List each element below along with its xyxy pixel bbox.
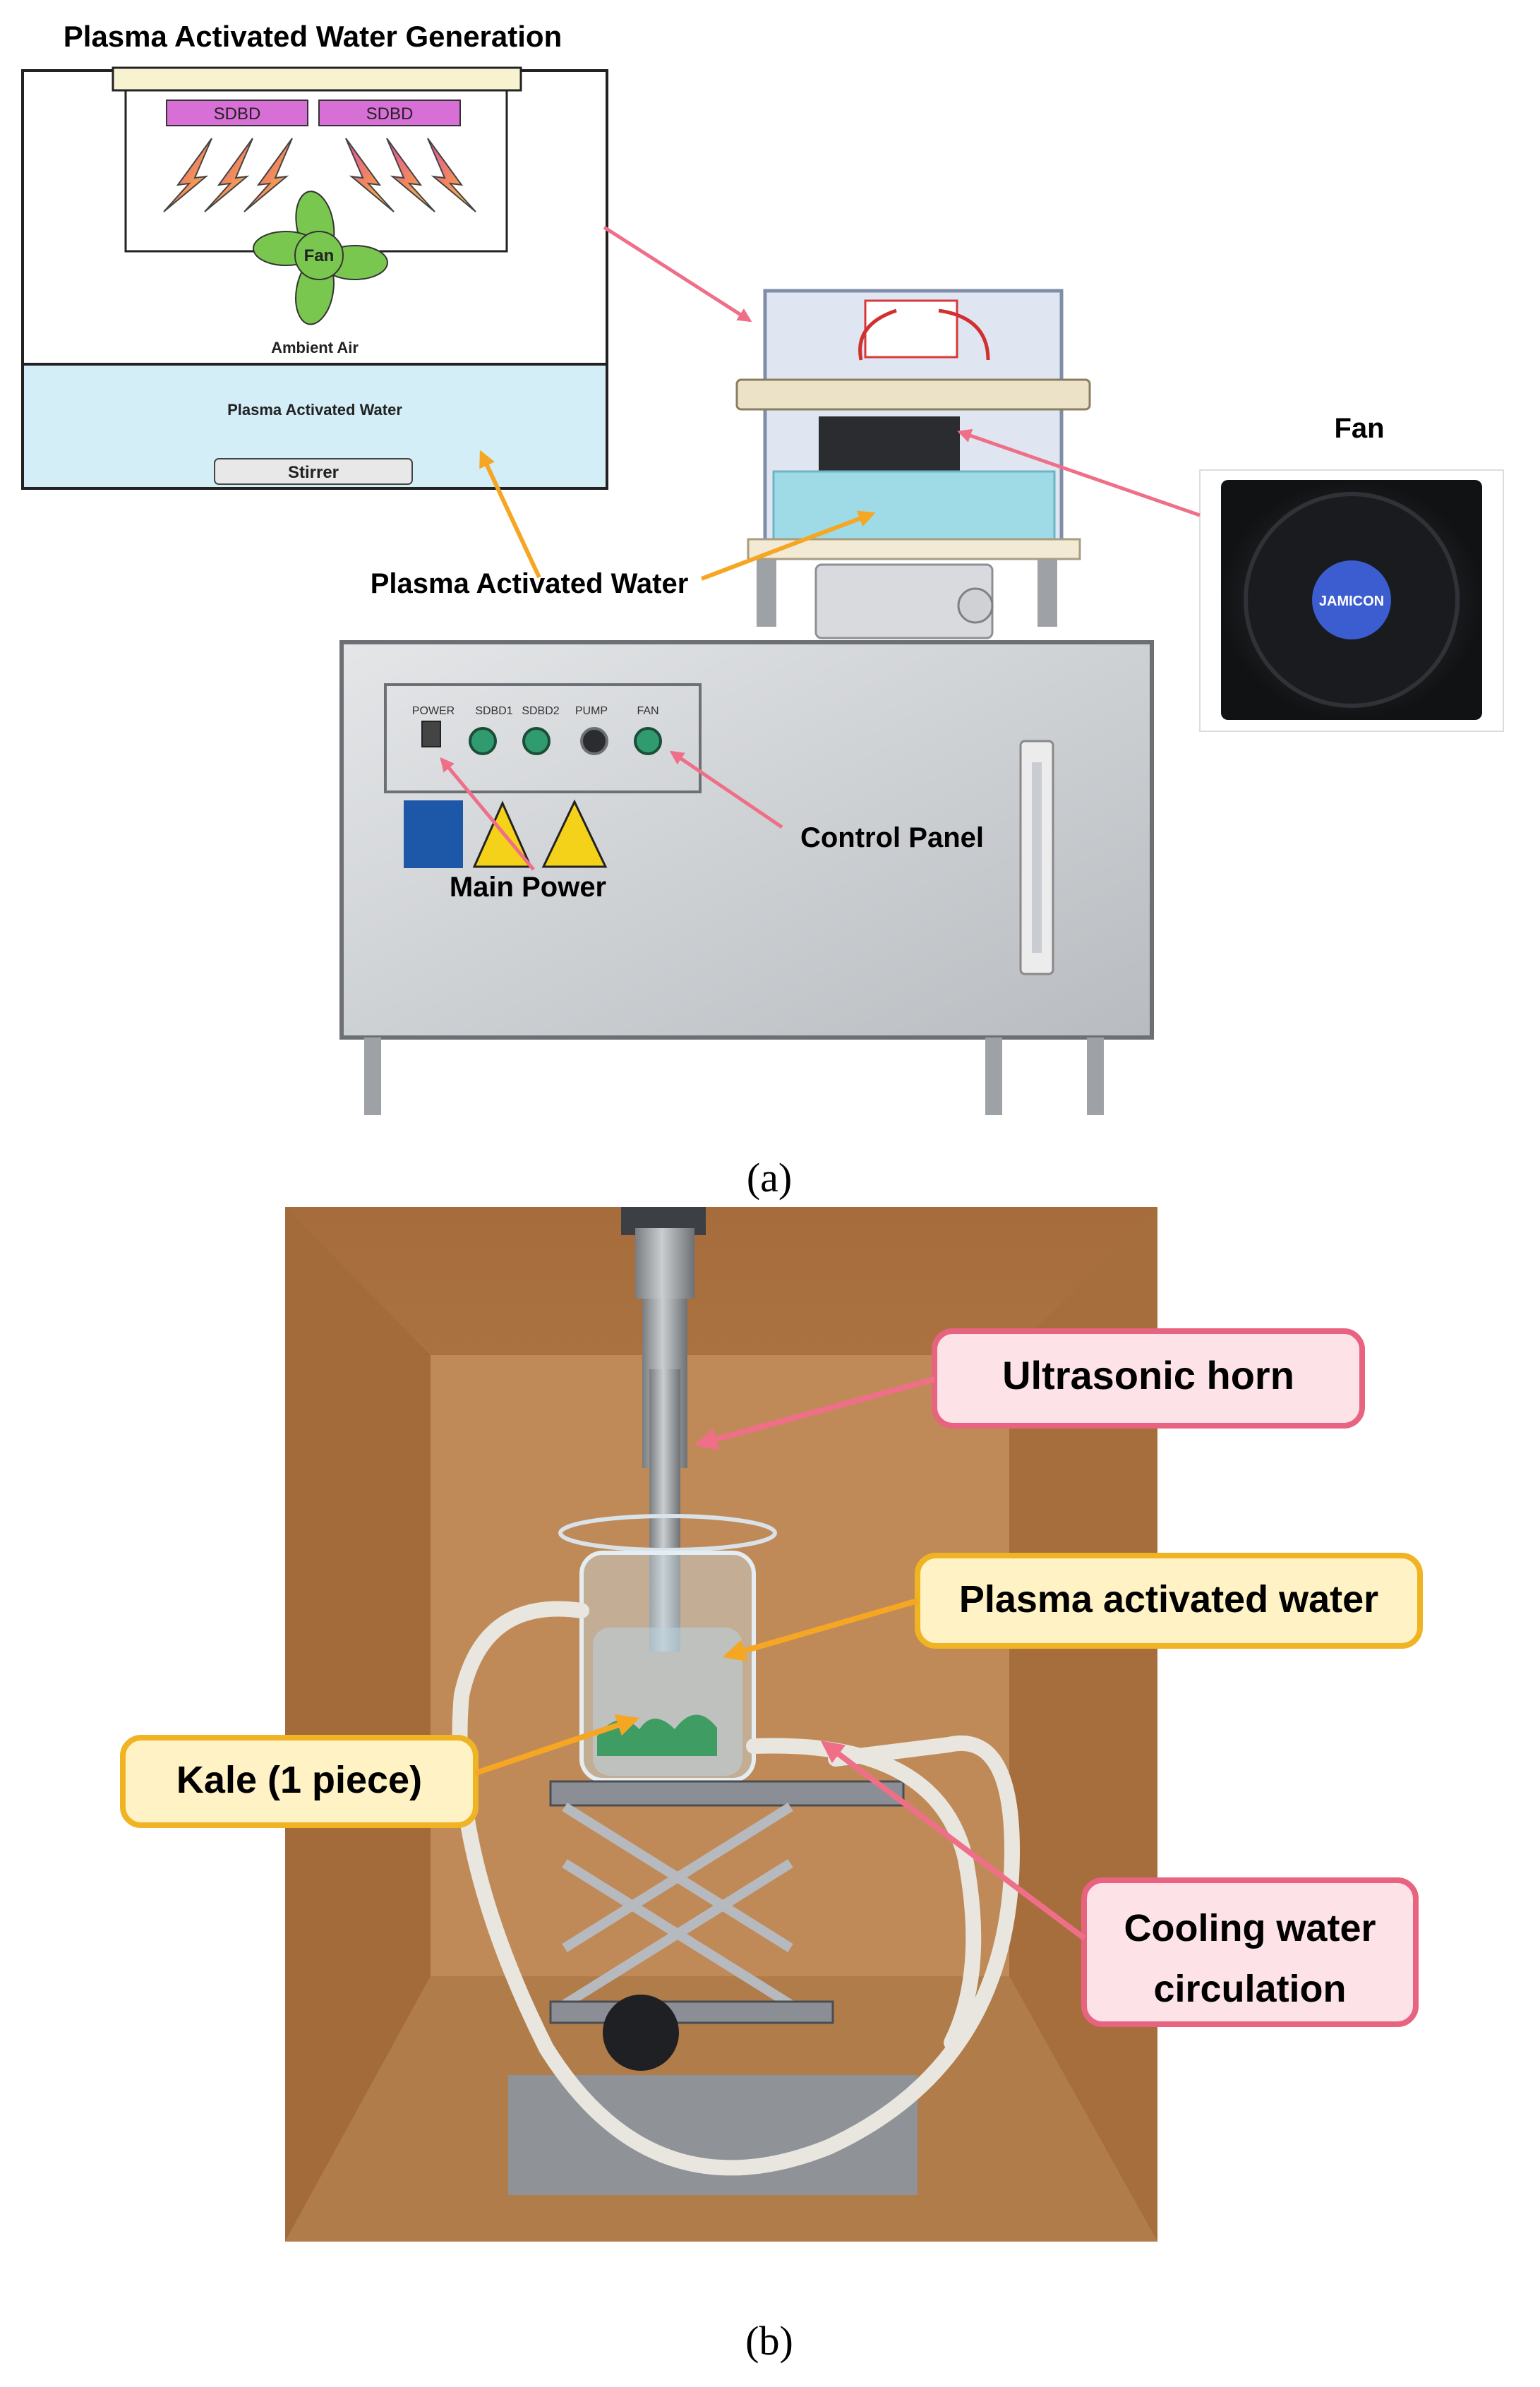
fan-hub bbox=[1312, 560, 1391, 639]
schematic-to-chamber-arrow bbox=[603, 225, 752, 323]
cabinet-left-wall bbox=[285, 1207, 431, 2242]
schematic-diagram: Plasma Activated Water Generation SDBD S… bbox=[21, 20, 608, 490]
plasma-discharge-icons bbox=[163, 138, 476, 212]
sdbd-right-label: SDBD bbox=[366, 104, 414, 124]
lightning-icon bbox=[204, 138, 253, 212]
ultrasonic-horn-box bbox=[932, 1328, 1365, 1429]
schematic-title: Plasma Activated Water Generation bbox=[64, 20, 562, 53]
lightning-icon bbox=[163, 138, 212, 212]
control-panel-arrow bbox=[669, 750, 783, 829]
fan-label: Fan bbox=[304, 246, 335, 265]
chamber-lid bbox=[735, 378, 1091, 411]
kale-box bbox=[120, 1735, 479, 1828]
horn-tip bbox=[649, 1369, 680, 1652]
cooling-tube bbox=[452, 1601, 1021, 2176]
hazard-sticker-gear bbox=[541, 799, 608, 868]
beaker-rim bbox=[558, 1514, 777, 1552]
plasma-water-photo-label: Plasma Activated Water bbox=[371, 568, 689, 599]
control-panel-plate bbox=[384, 683, 702, 793]
sdbd-electrode-left bbox=[166, 100, 308, 126]
ambient-air-label: Ambient Air bbox=[271, 339, 359, 356]
cabinet-leg bbox=[1087, 1038, 1104, 1115]
caption-a: (a) bbox=[747, 1155, 792, 1201]
lightning-icon bbox=[345, 138, 395, 212]
switch-label-sdbd1: SDBD1 bbox=[475, 705, 512, 717]
switch-label-power: POWER bbox=[412, 705, 455, 717]
fan-button[interactable] bbox=[634, 727, 662, 755]
sdbd2-button[interactable] bbox=[522, 727, 551, 755]
main-power-label: Main Power bbox=[450, 872, 606, 903]
chamber-cable bbox=[858, 308, 990, 361]
switch-label-sdbd2: SDBD2 bbox=[522, 705, 559, 717]
schematic-water-arrow bbox=[479, 450, 541, 579]
flow-meter-tube bbox=[1032, 762, 1042, 953]
kale-arrow bbox=[474, 1714, 640, 1776]
cooling-water-label-line1: Cooling water bbox=[1124, 1907, 1376, 1949]
fan-photo-label: Fan bbox=[1334, 413, 1384, 444]
water-label: Plasma Activated Water bbox=[227, 401, 402, 419]
fan-brand: JAMICON bbox=[1319, 594, 1384, 609]
plasma-water-b-arrow bbox=[722, 1598, 919, 1662]
lightning-icon bbox=[427, 138, 476, 212]
sdbd-left-label: SDBD bbox=[214, 104, 261, 124]
stirrer-knob bbox=[957, 587, 994, 624]
apparatus-photo: POWER SDBD1 SDBD2 PUMP FAN JAMICON Fan bbox=[339, 225, 1504, 1201]
cooling-water-box bbox=[1081, 1877, 1419, 2027]
stirrer bbox=[214, 458, 413, 485]
ultrasonic-setup-photo: Ultrasonic horn Plasma activated water K… bbox=[120, 1207, 1423, 2364]
fan-icon bbox=[253, 191, 388, 325]
warning-sticker bbox=[864, 299, 958, 359]
cabinet-leg bbox=[985, 1038, 1002, 1115]
safety-sticker-blue bbox=[404, 800, 463, 868]
stirrer-label: Stirrer bbox=[288, 463, 339, 482]
control-panel-label: Control Panel bbox=[800, 822, 984, 853]
lightning-icon bbox=[386, 138, 435, 212]
kale-label: Kale (1 piece) bbox=[176, 1759, 422, 1801]
lab-jack-base bbox=[549, 2000, 834, 2024]
plasma-water-arrow bbox=[700, 510, 876, 581]
switch-label-pump: PUMP bbox=[575, 705, 608, 717]
ultrasonic-horn-label: Ultrasonic horn bbox=[1002, 1353, 1294, 1397]
horn-top bbox=[635, 1228, 694, 1299]
lab-jack-knob[interactable] bbox=[603, 1995, 679, 2071]
cabinet-leg bbox=[364, 1038, 381, 1115]
caption-b: (b) bbox=[745, 2318, 793, 2364]
main-power-arrow bbox=[440, 757, 535, 871]
sdbd1-button[interactable] bbox=[469, 727, 497, 755]
sdbd-electrode-right bbox=[318, 100, 461, 126]
cooling-water-label-line2: circulation bbox=[1153, 1968, 1346, 2010]
power-switch[interactable] bbox=[421, 721, 441, 747]
lab-jack-top bbox=[549, 1780, 905, 1807]
water-container bbox=[772, 470, 1056, 541]
sdbd-module bbox=[819, 416, 960, 480]
lightning-icon bbox=[243, 138, 293, 212]
panel-switches: POWER SDBD1 SDBD2 PUMP FAN bbox=[412, 705, 662, 755]
top-plate bbox=[112, 66, 522, 92]
fan-to-chamber-arrow bbox=[957, 428, 1201, 517]
stirrer-shelf bbox=[747, 538, 1081, 560]
ultrasonic-horn-arrow bbox=[694, 1376, 936, 1450]
switch-label-fan: FAN bbox=[637, 705, 658, 717]
pump-button[interactable] bbox=[580, 727, 608, 755]
lab-jack-scissor bbox=[562, 1803, 793, 2009]
plasma-water-b-label: Plasma activated water bbox=[959, 1578, 1378, 1621]
control-cabinet bbox=[339, 640, 1154, 1040]
cooling-water-arrow bbox=[820, 1740, 1086, 1941]
